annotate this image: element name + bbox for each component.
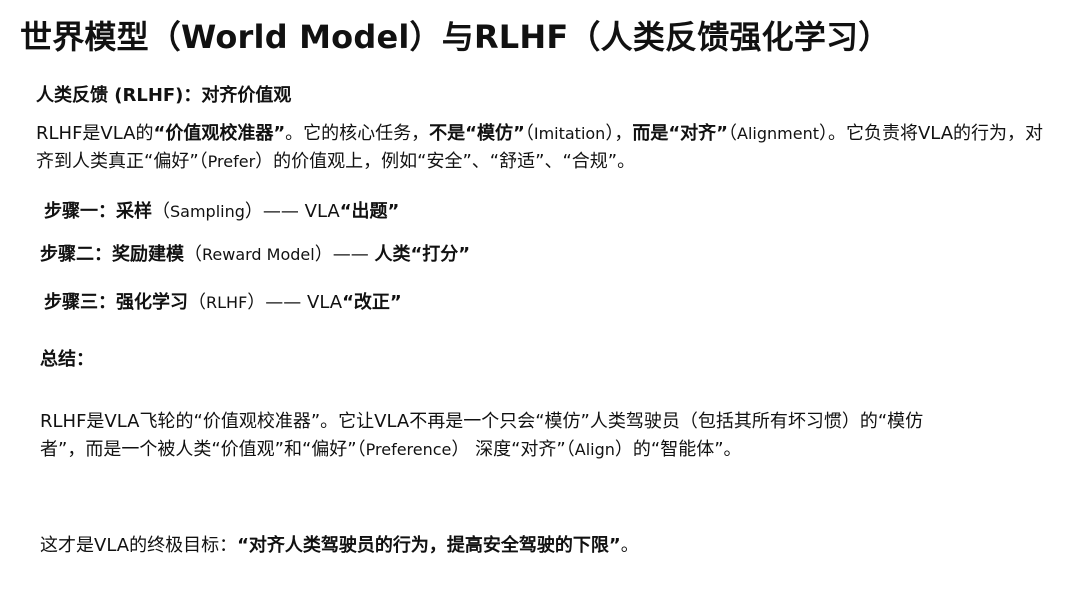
intro-emphasis: 而是“对齐”: [632, 123, 728, 144]
step-paren: （: [188, 292, 206, 313]
step-name: 采样: [116, 201, 152, 222]
intro-text: （: [524, 123, 534, 144]
step-dash: ——: [262, 201, 305, 222]
step-english-term: RLHF: [206, 293, 248, 312]
intro-text: ）。它负责将VLA的行为，对齐到人类真正“偏好”（: [36, 123, 1044, 172]
section-heading: 人类反馈 (RLHF)：对齐价值观: [36, 85, 292, 106]
intro-text: 。它的核心任务，: [285, 123, 430, 144]
step-label: 步骤三：: [44, 292, 116, 313]
goal-prefix: 这才是VLA的终极目标：: [40, 535, 238, 556]
intro-english-term: Prefer: [207, 152, 256, 171]
step-paren: （: [184, 244, 202, 265]
step-action: “出题”: [339, 201, 400, 222]
step-name: 奖励建模: [112, 244, 184, 265]
step-action: “打分”: [410, 244, 471, 265]
step-paren: ）: [244, 201, 263, 222]
step-paren: ）: [314, 244, 333, 265]
step-actor: VLA: [304, 201, 340, 222]
summary-english-term: Align: [574, 440, 615, 459]
summary-text: ）的“智能体”。: [614, 439, 742, 460]
intro-paragraph: RLHF是VLA的“价值观校准器”。它的核心任务，不是“模仿”（Imitatio…: [36, 120, 1046, 176]
step-name: 强化学习: [116, 292, 188, 313]
step-english-term: Reward Model: [202, 245, 315, 264]
goal-suffix: 。: [620, 535, 639, 556]
page-title: 世界模型（World Model）与RLHF（人类反馈强化学习）: [20, 18, 891, 56]
step-reward-model: 步骤二：奖励建模（Reward Model）—— 人类“打分”: [40, 240, 470, 266]
step-dash: ——: [332, 244, 375, 265]
step-actor: VLA: [307, 292, 343, 313]
step-paren: ）: [247, 292, 266, 313]
step-paren: （: [152, 201, 170, 222]
step-action: “改正”: [342, 292, 402, 313]
intro-text: ），: [605, 123, 633, 144]
intro-text: （: [728, 123, 737, 144]
step-dash: ——: [265, 292, 307, 313]
step-actor: 人类: [374, 244, 411, 265]
intro-emphasis: 不是“模仿”: [429, 123, 525, 144]
step-english-term: Sampling: [170, 202, 245, 221]
summary-paragraph: RLHF是VLA飞轮的“价值观校准器”。它让VLA不再是一个只会“模仿”人类驾驶…: [40, 408, 960, 464]
intro-text: ）的价值观上，例如“安全”、“舒适”、“合规”。: [255, 151, 636, 172]
step-label: 步骤二：: [40, 244, 112, 265]
summary-label: 总结：: [40, 349, 94, 370]
step-rlhf: 步骤三：强化学习（RLHF）—— VLA“改正”: [44, 288, 402, 314]
intro-emphasis: “价值观校准器”: [153, 123, 286, 144]
goal-statement: 这才是VLA的终极目标：“对齐人类驾驶员的行为，提高安全驾驶的下限”。: [40, 531, 639, 557]
goal-emphasis: “对齐人类驾驶员的行为，提高安全驾驶的下限”: [237, 535, 621, 556]
intro-english-term: Alignment: [737, 124, 819, 143]
intro-english-term: Imitation: [533, 124, 606, 143]
intro-text: RLHF是VLA的: [36, 123, 154, 144]
step-label: 步骤一：: [44, 201, 116, 222]
summary-english-term: Preference: [365, 440, 452, 459]
step-sampling: 步骤一：采样（Sampling）—— VLA“出题”: [44, 197, 399, 223]
summary-text: ） 深度“对齐”（: [451, 439, 575, 460]
summary-text: RLHF是VLA飞轮的“价值观校准器”。它让VLA不再是一个只会“模仿”人类驾驶…: [40, 411, 924, 460]
